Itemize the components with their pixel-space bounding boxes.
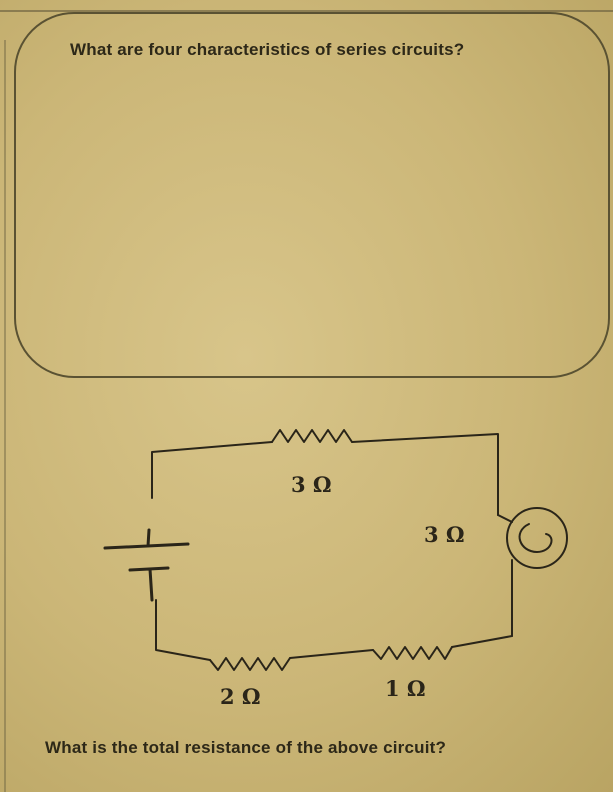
question-series-characteristics: What are four characteristics of series … [70, 40, 465, 59]
top-resistor [271, 429, 353, 443]
question-total-resistance: What is the total resistance of the abov… [45, 738, 447, 757]
right-wire-to-bulb [497, 514, 513, 523]
bottom-left-wire [155, 599, 211, 661]
bulb-icon [506, 507, 568, 569]
answer-box[interactable] [14, 12, 610, 378]
resistor-bottom-left-label: 2 Ω [220, 684, 261, 709]
top-right-wire [351, 433, 499, 516]
series-circuit-diagram [103, 429, 568, 671]
resistor-right-label: 3 Ω [424, 522, 465, 547]
resistor-bottom-right-label: 1 Ω [385, 676, 426, 701]
bottom-right-wire [451, 635, 513, 648]
page-top-edge [0, 0, 613, 12]
bottom-left-resistor [209, 657, 291, 671]
top-wire [151, 441, 273, 499]
battery-icon [103, 528, 190, 602]
bottom-right-resistor [372, 646, 453, 660]
resistor-top-label: 3 Ω [291, 472, 332, 497]
page-left-edge [4, 40, 12, 792]
bottom-middle-wire [289, 649, 374, 659]
bulb-filament [518, 523, 553, 553]
